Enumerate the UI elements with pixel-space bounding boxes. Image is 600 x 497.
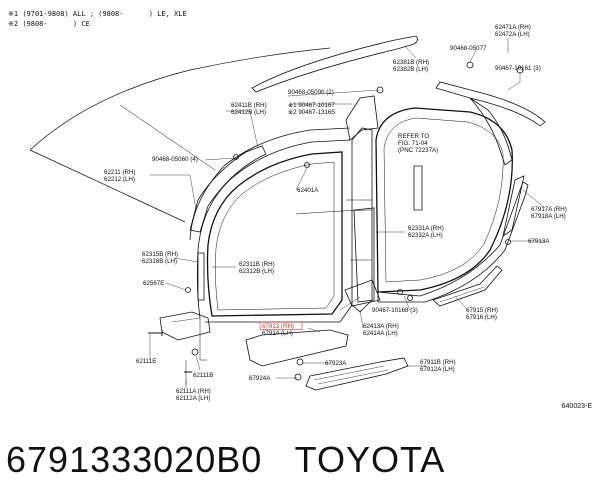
part-label-62315b: 62315B (RH)62316B (LH): [142, 251, 178, 265]
applicability-note-1: ※1 (9701-9808) ALL ; (9808- ) LE, XLE: [8, 10, 187, 18]
exploded-view: 62471A (RH)62472A (LH) 90468-05077 90467…: [29, 24, 567, 402]
part-label-67915: 67915 (RH)67916 (LH): [466, 307, 498, 321]
parts-diagram: ※1 (9701-9808) ALL ; (9808- ) LE, XLE ※2…: [8, 10, 592, 410]
body-outline: [29, 35, 546, 391]
part-label-90468-05077: 90468-05077: [450, 45, 487, 52]
part-label-67924a: 67924A: [249, 375, 271, 382]
part-label-62211: 62211 (RH)62212 (LH): [104, 169, 136, 183]
part-label-62381b: 62381B (RH)62382B (LH): [393, 59, 429, 73]
part-label-67913-highlighted[interactable]: 67913 (RH)67914 (LH): [262, 323, 294, 337]
part-label-62311b: 62311B (RH)62312B (LH): [239, 261, 275, 275]
part-label-90467-10161: 90467-10161 (3): [495, 65, 541, 72]
part-label-67913a: 67913A: [528, 238, 550, 245]
part-label-62413a: 62413A (RH)62414A (LH): [363, 323, 399, 337]
part-label-62401a: 62401A: [297, 187, 319, 194]
part-label-90467-10167: ※1 90467-10167※2 90467-13165: [288, 102, 335, 116]
part-label-67923a: 67923A: [325, 360, 347, 367]
part-label-90468-05090: 90468-05090 (2): [288, 89, 334, 96]
part-label-62111b: 62111B: [193, 372, 213, 379]
leader-lines: [149, 38, 546, 388]
part-label-67917a: 67917A (RH)67918A (LH): [531, 206, 567, 220]
part-label-62471a: 62471A (RH)62472A (LH): [495, 24, 531, 38]
part-label-90468-05060: 90468-05060 (4): [152, 156, 198, 163]
part-labels: 62471A (RH)62472A (LH) 90468-05077 90467…: [104, 24, 567, 402]
diagram-code: 640023-E: [561, 403, 592, 410]
highlight-box: [259, 321, 303, 330]
applicability-note-2: ※2 (9808- ) CE: [8, 20, 90, 28]
part-label-62567e: 62567E: [143, 280, 164, 287]
part-label-62331a: 62331A (RH)62332A (LH): [408, 225, 444, 239]
part-number-title: 6791333020B0 TOYOTA: [6, 439, 446, 480]
part-label-90467-10168: 90467-10168 (3): [372, 307, 418, 314]
part-label-62411b: 62411B (RH)62412B (LH): [231, 102, 267, 116]
part-label-62111e: 62111E: [136, 358, 156, 365]
part-label-62111a: 62111A (RH)62112A (LH): [176, 388, 211, 402]
part-label-67911b: 67911B (RH)67912A (LH): [420, 359, 456, 373]
